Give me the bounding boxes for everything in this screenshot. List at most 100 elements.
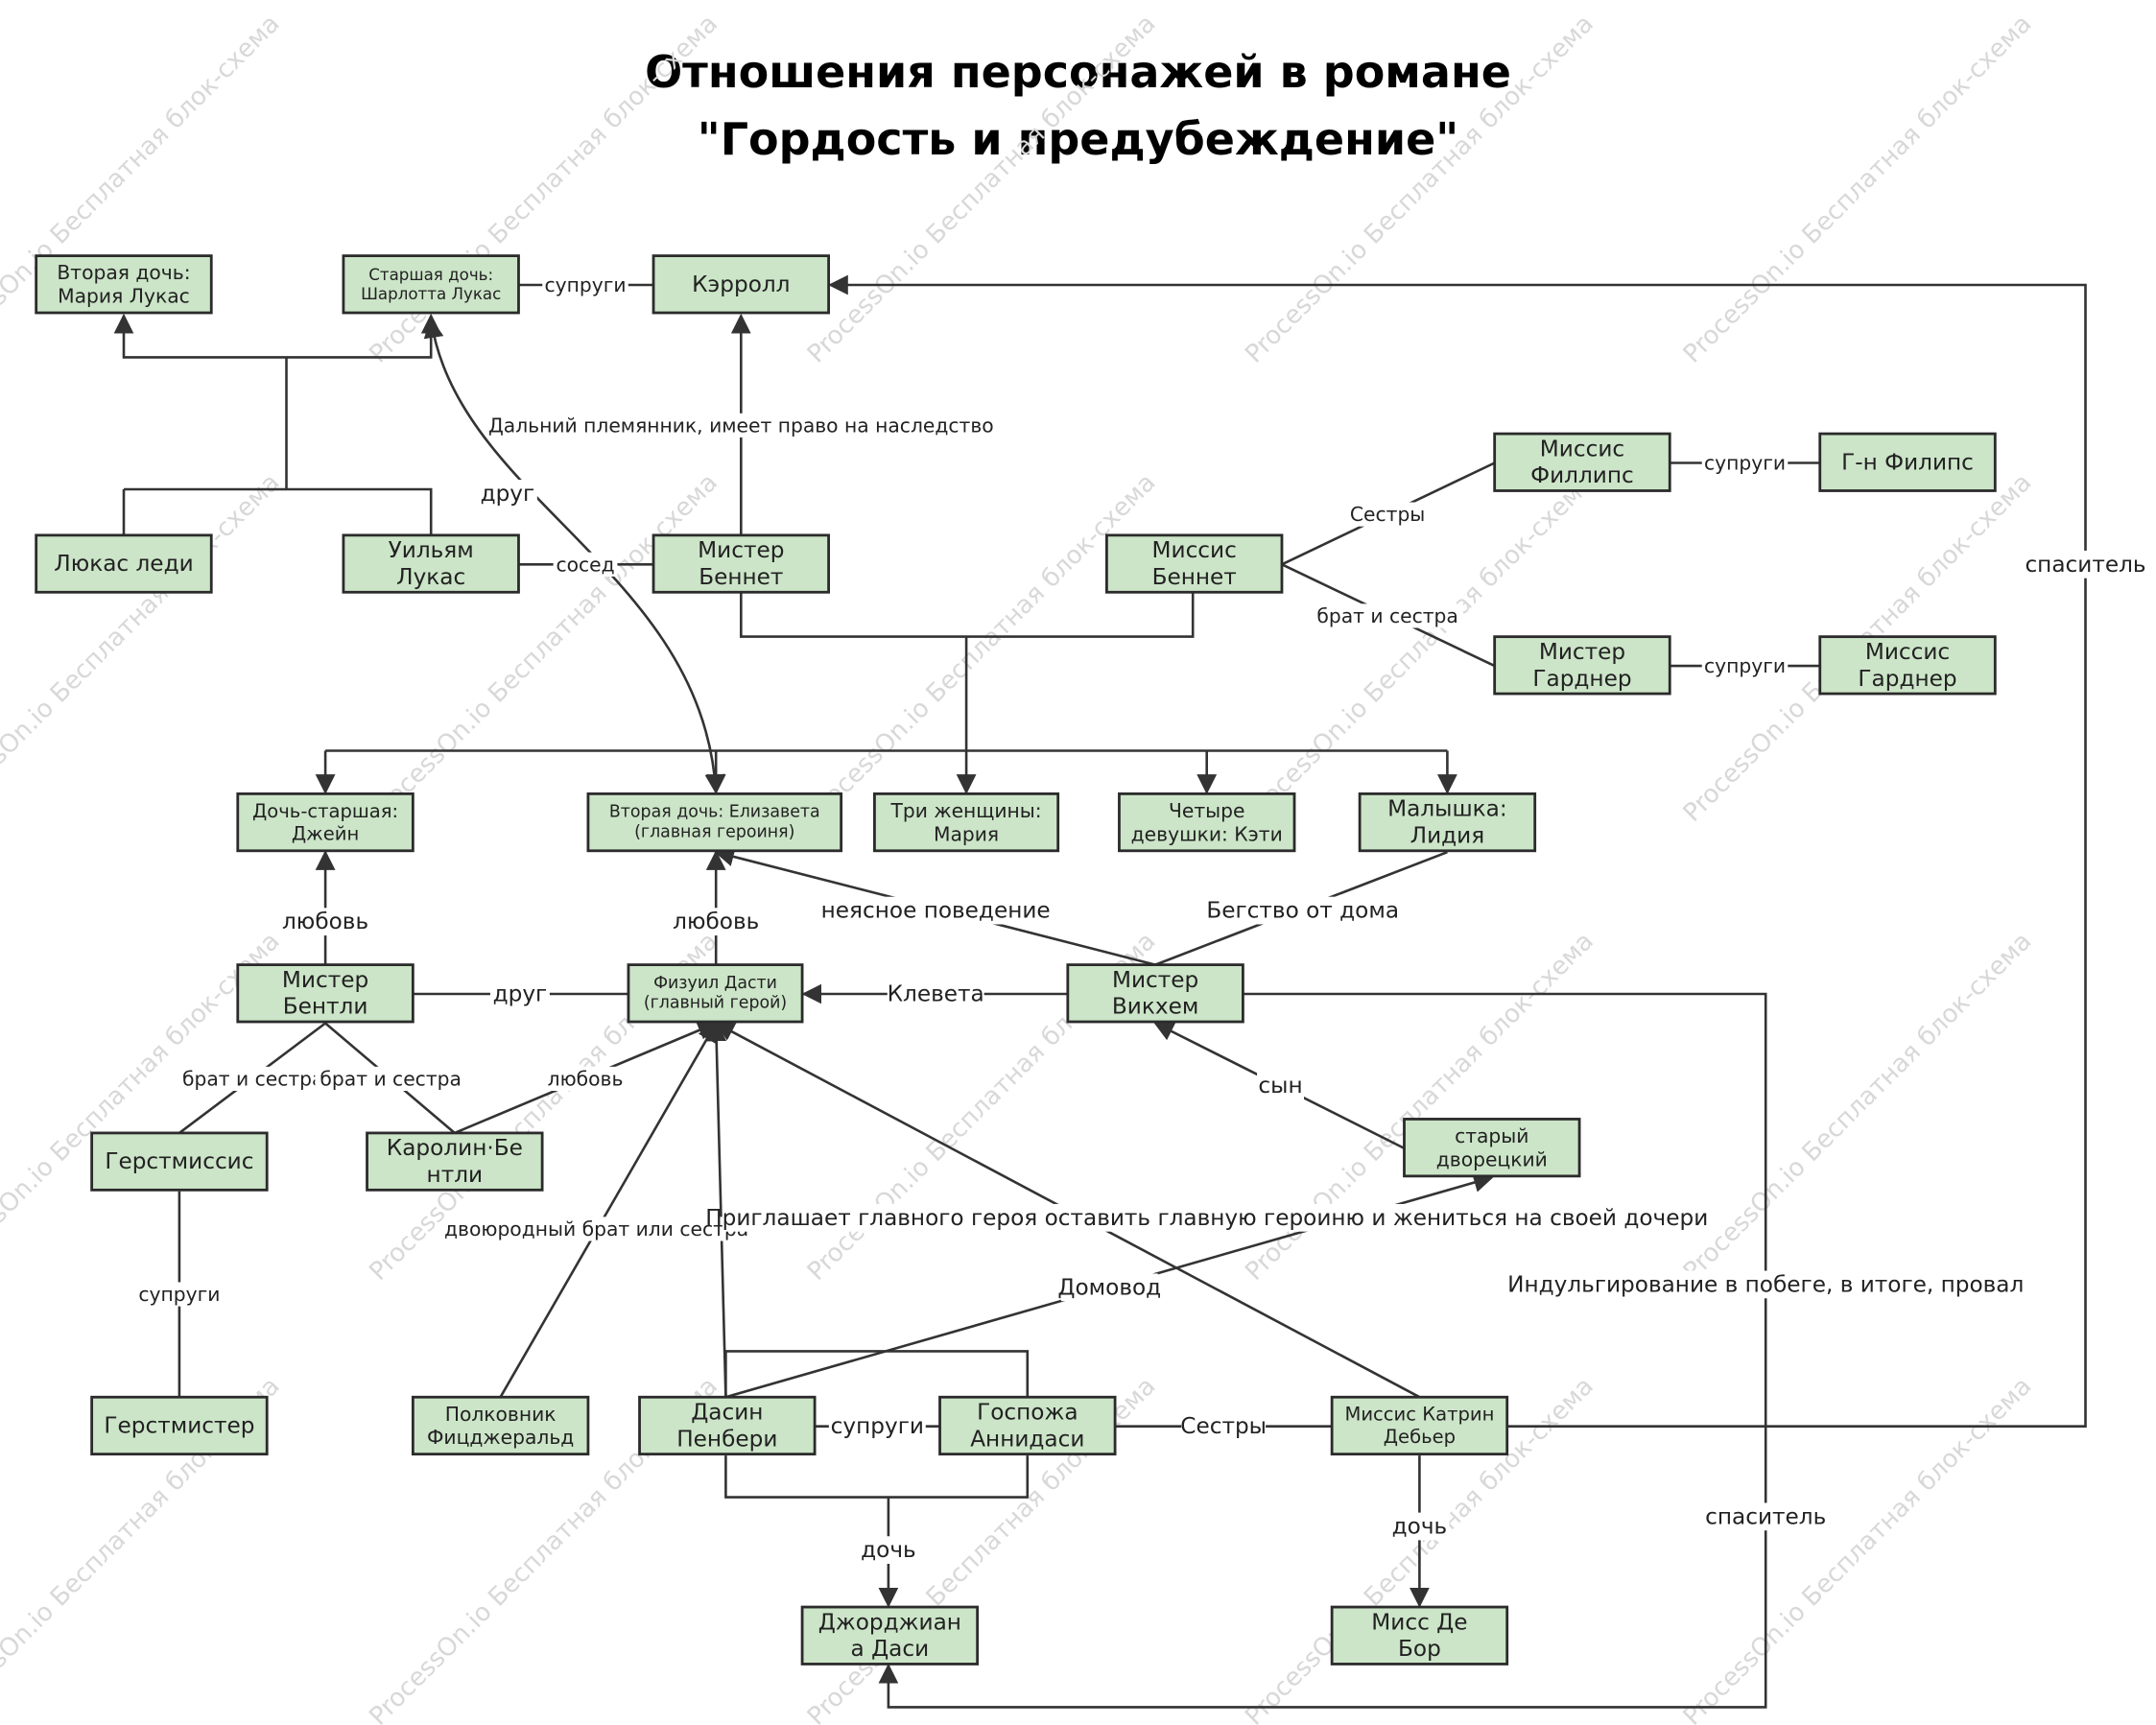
- node-label: Фицджеральд: [427, 1426, 574, 1449]
- edge-label-text: Домовод: [1057, 1274, 1161, 1300]
- node-label: Дочь-старшая:: [252, 800, 398, 822]
- edge-label-text: супруги: [1704, 452, 1786, 475]
- node-charlotte: Старшая дочь:Шарлотта Лукас: [342, 254, 520, 315]
- edge-label-text: Клевета: [888, 981, 984, 1007]
- node-label: Старшая дочь:: [368, 266, 493, 284]
- node-label: Вторая дочь:: [57, 261, 190, 284]
- edge-label-text: друг: [481, 481, 535, 507]
- edge-label-bg: [1701, 653, 1789, 678]
- node-box: [35, 254, 213, 315]
- edge-label-daughter-anne: дочь: [1389, 1512, 1450, 1541]
- edge-label-spouses-phillips: супруги: [1701, 450, 1789, 476]
- edge-label-bg: [887, 980, 984, 1008]
- edge-label-text: супруги: [138, 1283, 220, 1306]
- edge-label-friend-charlotte-liz: друг: [477, 480, 537, 508]
- savior-bottom-edge: [878, 992, 1767, 1709]
- edge-label-bg: [496, 413, 986, 437]
- node-hurst-mrs: Герстмиссис: [90, 1131, 269, 1192]
- edge-label-neighbor: сосед: [553, 552, 618, 577]
- node-label: Дебьер: [1384, 1426, 1456, 1448]
- node-box: [342, 533, 520, 594]
- edge-label-savior-bottom: спаситель: [1704, 1502, 1827, 1531]
- node-box: [90, 1395, 269, 1456]
- node-box: [1818, 635, 1997, 696]
- node-jane: Дочь-старшая:Джейн: [236, 792, 415, 853]
- edge-label-text: супруги: [831, 1413, 924, 1439]
- title-line-1: Отношения персонажей в романе: [645, 46, 1511, 98]
- edge-label-spouses-hurst: супруги: [136, 1282, 223, 1307]
- edge-label-bg: [542, 272, 628, 297]
- node-label: Кэрролл: [692, 272, 790, 297]
- edge-label-savior-right: спаситель: [2025, 550, 2146, 579]
- node-label: Бентли: [283, 994, 368, 1020]
- node-box: [236, 963, 415, 1024]
- edge-label-elopement: Бегство от дома: [1204, 896, 1402, 925]
- edge-label-bg: [2025, 550, 2146, 579]
- node-label: Уильям: [389, 537, 474, 563]
- edge-label-sisters-anne-catherine: Сестры: [1180, 1412, 1267, 1441]
- edge-label-bg: [449, 1217, 744, 1241]
- node-label: Мария: [934, 822, 999, 845]
- edge-label-text: спаситель: [1705, 1503, 1826, 1529]
- edge-label-bg: [489, 980, 550, 1008]
- node-label: Физуил Дасти: [653, 974, 777, 993]
- node-box: [1818, 432, 1997, 492]
- node-label: Мисс Де: [1371, 1609, 1467, 1635]
- node-label: Дасин: [691, 1400, 763, 1426]
- lucas-children-edge: [113, 313, 287, 359]
- edge-label-siblings-caroline: брат и сестра: [315, 1066, 467, 1092]
- node-hurst-mr: Герстмистер: [90, 1395, 269, 1456]
- node-label: дворецкий: [1436, 1147, 1548, 1170]
- node-label: Джейн: [292, 822, 359, 844]
- node-box: [1066, 963, 1244, 1024]
- edge-label-son: сын: [1257, 1072, 1305, 1100]
- edge-label-text: друг: [493, 981, 548, 1007]
- edge-label-bg: [1350, 502, 1426, 527]
- edge-label-text: Дальний племянник, имеет право на наслед…: [488, 414, 994, 437]
- edge-label-text: Сестры: [1180, 1413, 1267, 1439]
- node-label: Полковник: [445, 1403, 557, 1426]
- edge-label-text: неясное поведение: [821, 898, 1051, 924]
- edge-label-cousin: двоюродный брат или сестра: [444, 1217, 748, 1241]
- edge-label-bg: [1389, 1512, 1450, 1541]
- watermark-text: ProcessOn.io Бесплатная блок-схема: [0, 10, 286, 369]
- node-label: Пенбери: [676, 1426, 777, 1452]
- edge-label-bg: [1312, 603, 1463, 628]
- edge-label-text: сосед: [556, 553, 614, 576]
- node-box: [1403, 1118, 1581, 1178]
- node-box: [1493, 432, 1671, 492]
- node-box: [1493, 635, 1671, 696]
- watermark-text: ProcessOn.io Бесплатная блок-схема: [1240, 927, 1599, 1287]
- edge-label-bg: [547, 1066, 624, 1092]
- edge-label-charlotte-collins: супруги: [542, 272, 628, 297]
- edge-label-bg: [858, 1536, 918, 1565]
- node-box: [800, 1605, 980, 1666]
- node-label: Шарлотта Лукас: [361, 285, 501, 303]
- edge-label-bg: [283, 908, 368, 936]
- node-label: Малышка:: [1387, 796, 1507, 822]
- friend-charlotte-liz-edge: [423, 318, 725, 795]
- node-label: Три женщины:: [889, 799, 1041, 822]
- edge-label-bg: [1060, 1273, 1158, 1302]
- edge-label-text: двоюродный брат или сестра: [444, 1217, 748, 1241]
- edge-label-text: сын: [1258, 1073, 1302, 1099]
- edge-label-vague-conduct: неясное поведение: [821, 896, 1051, 925]
- node-label: Миссис: [1152, 537, 1237, 563]
- node-label: Джорджиан: [818, 1609, 961, 1635]
- node-box: [1330, 1605, 1509, 1666]
- edge-label-text: любовь: [282, 909, 368, 934]
- node-lady-lucas: Люкас леди: [35, 533, 213, 594]
- node-label: Гарднер: [1532, 666, 1631, 692]
- watermark-text: ProcessOn.io Бесплатная блок-схема: [802, 468, 1162, 828]
- node-box: [938, 1395, 1117, 1456]
